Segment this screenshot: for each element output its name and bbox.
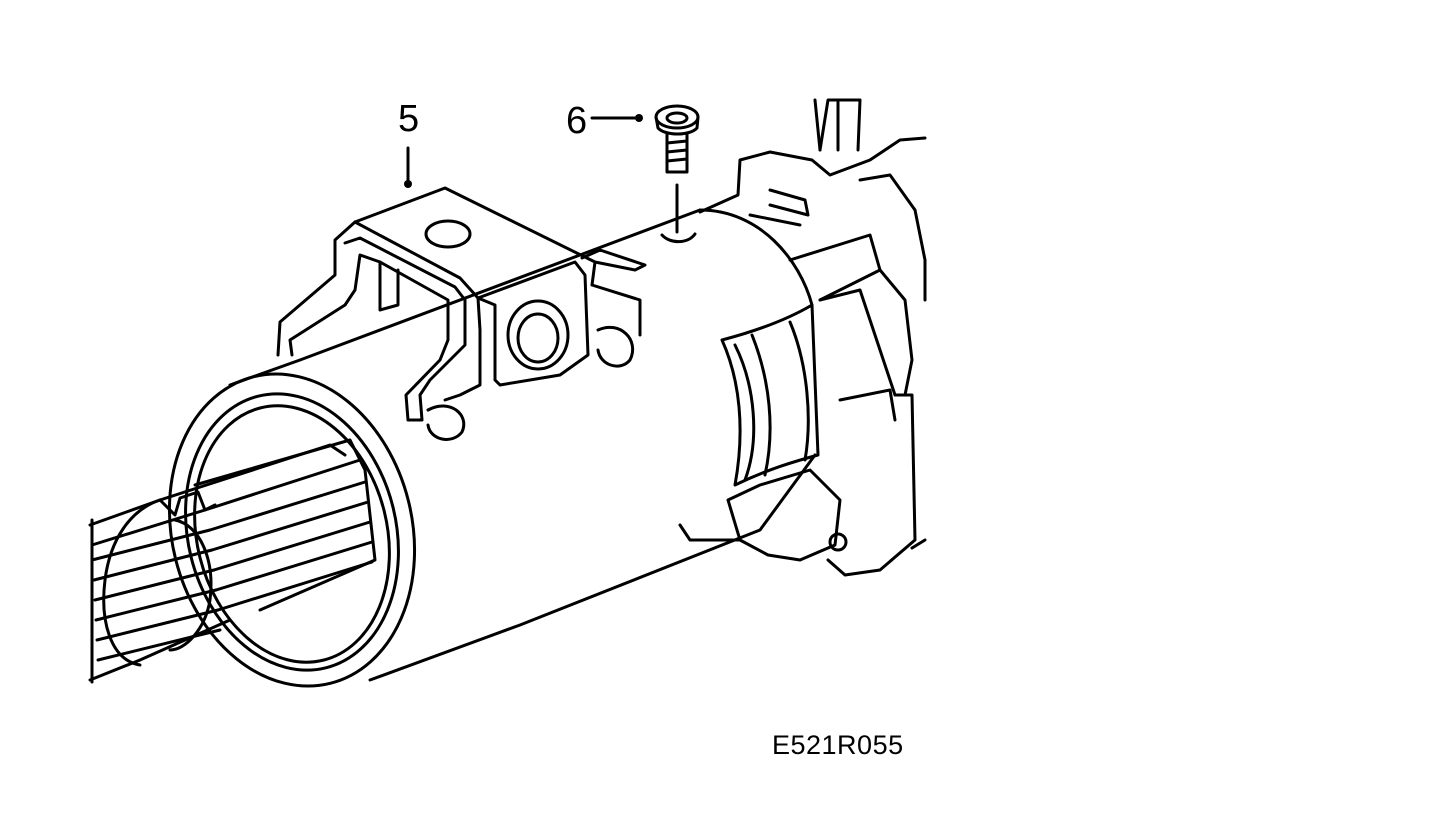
rear-housing — [678, 98, 927, 577]
splined-shaft — [88, 438, 377, 684]
callout-label-5: 5 — [398, 98, 420, 140]
leader-dot-5 — [404, 180, 412, 188]
front-rings — [167, 372, 417, 688]
leader-dot-6 — [635, 114, 643, 122]
bracket — [276, 186, 647, 441]
screw — [654, 104, 700, 244]
main-sleeve — [228, 208, 820, 682]
callout-label-6: 6 — [566, 100, 588, 142]
figure-code: E521R055 — [772, 730, 904, 760]
